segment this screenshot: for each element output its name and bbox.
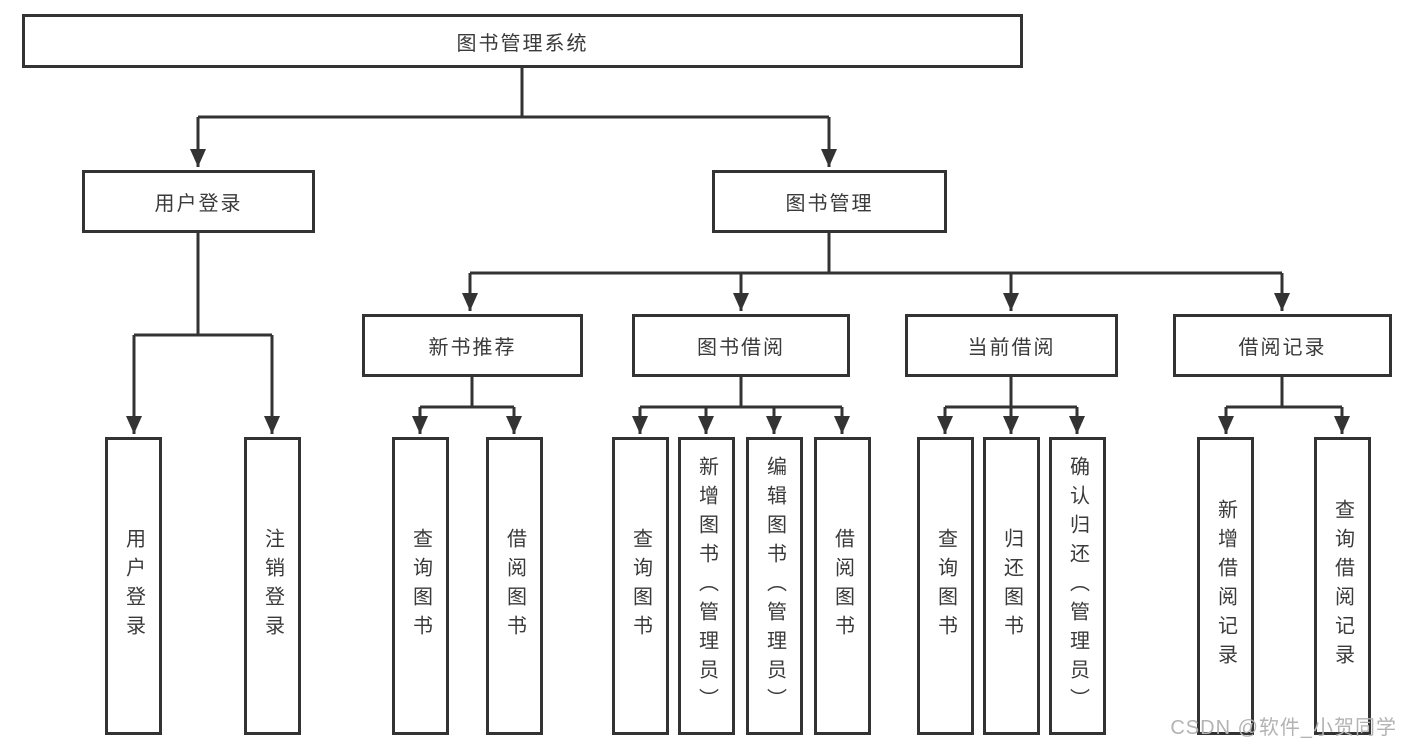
node-root-label: 图书管理系统 [456, 32, 589, 55]
node-new-book-recommend: 新书推荐 [362, 314, 583, 377]
node-book-management-label: 图书管理 [785, 193, 874, 215]
node-new-book-recommend-label: 新书推荐 [428, 337, 517, 359]
leaf-logout-label: 注销登录 [261, 528, 284, 644]
csdn-watermark: CSDN @软件_小贺同学 [1170, 717, 1397, 739]
leaf-logout: 注销登录 [244, 437, 301, 735]
leaf-return-books: 归还图书 [983, 437, 1040, 735]
leaf-query-books-borrow-label: 查询图书 [629, 528, 652, 644]
leaf-add-borrow-record: 新增借阅记录 [1197, 437, 1254, 735]
node-book-management: 图书管理 [712, 170, 947, 233]
leaf-query-books-current: 查询图书 [917, 437, 974, 735]
leaf-edit-books-admin-label: 编辑图书（管理员） [763, 455, 786, 717]
node-current-borrow: 当前借阅 [905, 314, 1118, 377]
node-root-book-management-system: 图书管理系统 [22, 14, 1023, 68]
leaf-borrow-books-recommend: 借阅图书 [486, 437, 543, 735]
leaf-query-books-borrow: 查询图书 [612, 437, 669, 735]
node-borrow-record: 借阅记录 [1173, 314, 1392, 377]
leaf-edit-books-admin: 编辑图书（管理员） [746, 437, 803, 735]
leaf-borrow-books-label: 借阅图书 [831, 528, 854, 644]
leaf-user-login: 用户登录 [105, 437, 162, 735]
leaf-add-books-admin-label: 新增图书（管理员） [695, 455, 718, 717]
node-book-borrow-label: 图书借阅 [697, 337, 785, 359]
leaf-user-login-label: 用户登录 [122, 528, 145, 644]
leaf-query-borrow-record: 查询借阅记录 [1314, 437, 1371, 735]
leaf-borrow-books-recommend-label: 借阅图书 [503, 528, 526, 644]
leaf-add-books-admin: 新增图书（管理员） [678, 437, 735, 735]
node-borrow-record-label: 借阅记录 [1238, 337, 1327, 359]
leaf-confirm-return-admin-label: 确认归还（管理员） [1066, 455, 1089, 717]
node-book-borrow: 图书借阅 [632, 314, 850, 377]
leaf-confirm-return-admin: 确认归还（管理员） [1049, 437, 1106, 735]
node-user-login-label: 用户登录 [154, 193, 243, 215]
node-user-login: 用户登录 [82, 170, 315, 233]
leaf-query-books-current-label: 查询图书 [934, 528, 957, 644]
leaf-query-borrow-record-label: 查询借阅记录 [1331, 499, 1354, 673]
node-current-borrow-label: 当前借阅 [967, 337, 1056, 359]
leaf-borrow-books: 借阅图书 [814, 437, 871, 735]
leaf-query-books-recommend-label: 查询图书 [409, 528, 432, 644]
leaf-add-borrow-record-label: 新增借阅记录 [1214, 499, 1237, 673]
leaf-query-books-recommend: 查询图书 [392, 437, 449, 735]
leaf-return-books-label: 归还图书 [1000, 528, 1023, 644]
